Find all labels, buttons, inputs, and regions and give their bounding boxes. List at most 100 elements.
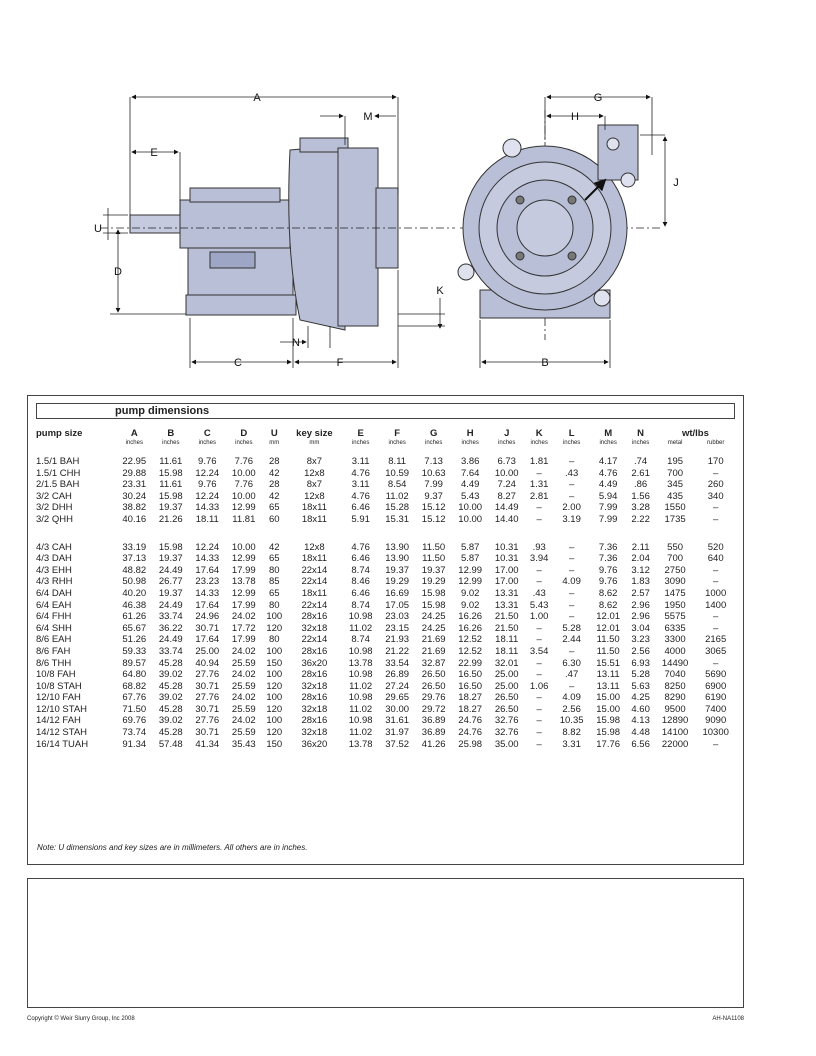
table-cell: 29.72	[421, 703, 446, 715]
table-cell: 15.51	[596, 657, 621, 669]
column-header: M	[604, 428, 613, 439]
table-cell: 3.11	[351, 479, 370, 491]
table-cell: 13.31	[494, 599, 519, 611]
table-cell: 2.57	[631, 587, 650, 599]
table-cell: 12.01	[596, 622, 621, 634]
table-cell: 21.26	[158, 513, 183, 525]
table-cell: 17.64	[195, 564, 220, 576]
table-cell: 10.98	[348, 611, 373, 623]
table-cell: 23.03	[385, 611, 410, 623]
table-cell: 2.81	[529, 490, 549, 502]
table-cell: 3/2 DHH	[36, 502, 73, 514]
table-cell: 15.12	[421, 502, 446, 514]
column-header: pump size	[36, 428, 83, 439]
table-cell: –	[713, 611, 719, 623]
table-cell: 67.76	[122, 692, 147, 704]
table-cell: 700	[667, 553, 684, 565]
column-unit: inches	[631, 440, 650, 446]
table-cell: 11.02	[385, 490, 409, 502]
table-cell: 14.49	[494, 502, 519, 514]
table-cell: –	[713, 467, 719, 479]
table-cell: 260	[707, 479, 724, 491]
dimension-label-a: A	[253, 92, 261, 104]
table-cell: 59.33	[122, 645, 147, 657]
table-cell: 7400	[705, 703, 727, 715]
table-cell: 2.56	[562, 703, 581, 715]
table-cell: 12.24	[195, 541, 220, 553]
table-cell: 9090	[705, 715, 727, 727]
table-cell: 6.46	[351, 587, 370, 599]
table-cell: –	[713, 738, 719, 750]
table-cell: 120	[266, 727, 283, 739]
table-cell: 10.98	[348, 692, 373, 704]
table-cell: 10.00	[458, 502, 483, 514]
table-cell: 24.02	[231, 715, 256, 727]
table-cell: 340	[707, 490, 724, 502]
table-cell: 40.94	[195, 657, 220, 669]
table-cell: 33.74	[158, 611, 183, 623]
table-cell: 12/10 STAH	[36, 703, 88, 715]
table-cell: 6.46	[351, 553, 370, 565]
table-cell: 6.93	[631, 657, 650, 669]
table-cell: 13.11	[596, 669, 620, 681]
table-cell: 11.50	[422, 553, 446, 565]
table-cell: 6.73	[497, 456, 516, 467]
table-cell: 16.26	[458, 611, 483, 623]
table-cell: 29.65	[385, 692, 410, 704]
table-cell: 18.11	[195, 513, 219, 525]
table-cell: 27.76	[195, 692, 220, 704]
table-cell: 60	[268, 513, 280, 525]
table-cell: 2.44	[562, 634, 581, 646]
table-cell: 45.28	[158, 727, 183, 739]
table-cell: –	[713, 564, 719, 576]
table-cell: 9.76	[198, 479, 217, 491]
table-cell: 42	[268, 541, 280, 553]
table-cell: 65	[268, 553, 280, 565]
table-cell: 7.13	[424, 456, 443, 467]
column-header: H	[466, 428, 474, 439]
column-unit: inches	[562, 440, 581, 446]
table-cell: 7.99	[598, 513, 618, 525]
table-cell: 8/6 EAH	[36, 634, 72, 646]
table-cell: –	[536, 622, 542, 634]
table-cell: 5.87	[460, 541, 480, 553]
table-cell: 26.50	[421, 680, 446, 692]
column-header: A	[130, 428, 138, 439]
table-cell: 1.83	[631, 576, 650, 588]
column-unit: mm	[269, 440, 280, 446]
table-cell: 12.24	[195, 467, 220, 479]
table-cell: 18.11	[495, 645, 519, 657]
table-cell: –	[536, 634, 542, 646]
table-cell: 4/3 CAH	[36, 541, 72, 553]
table-cell: 18x11	[301, 502, 327, 514]
table-cell: 18x11	[301, 553, 327, 565]
table-cell: 42	[268, 467, 280, 479]
table-cell: 1400	[705, 599, 727, 611]
table-cell: 18.27	[458, 692, 483, 704]
dimension-label-k: K	[436, 285, 444, 297]
table-cell: 36x20	[301, 657, 328, 669]
table-cell: 24.02	[231, 692, 256, 704]
table-cell: 4/3 EHH	[36, 564, 72, 576]
table-cell: 30.71	[195, 680, 220, 692]
table-cell: 7.36	[598, 553, 618, 565]
table-cell: 19.37	[385, 564, 410, 576]
table-cell: .86	[634, 479, 648, 491]
table-cell: 550	[667, 541, 684, 553]
column-unit: inches	[198, 440, 216, 446]
table-cell: 1.00	[529, 611, 549, 623]
table-cell: 17.64	[195, 634, 220, 646]
table-cell: 25.00	[494, 680, 519, 692]
table-cell: 3.94	[529, 553, 549, 565]
table-cell: 6900	[705, 680, 727, 692]
table-cell: 7.36	[598, 541, 618, 553]
table-cell: 11.50	[422, 541, 446, 553]
side-view	[129, 137, 399, 331]
